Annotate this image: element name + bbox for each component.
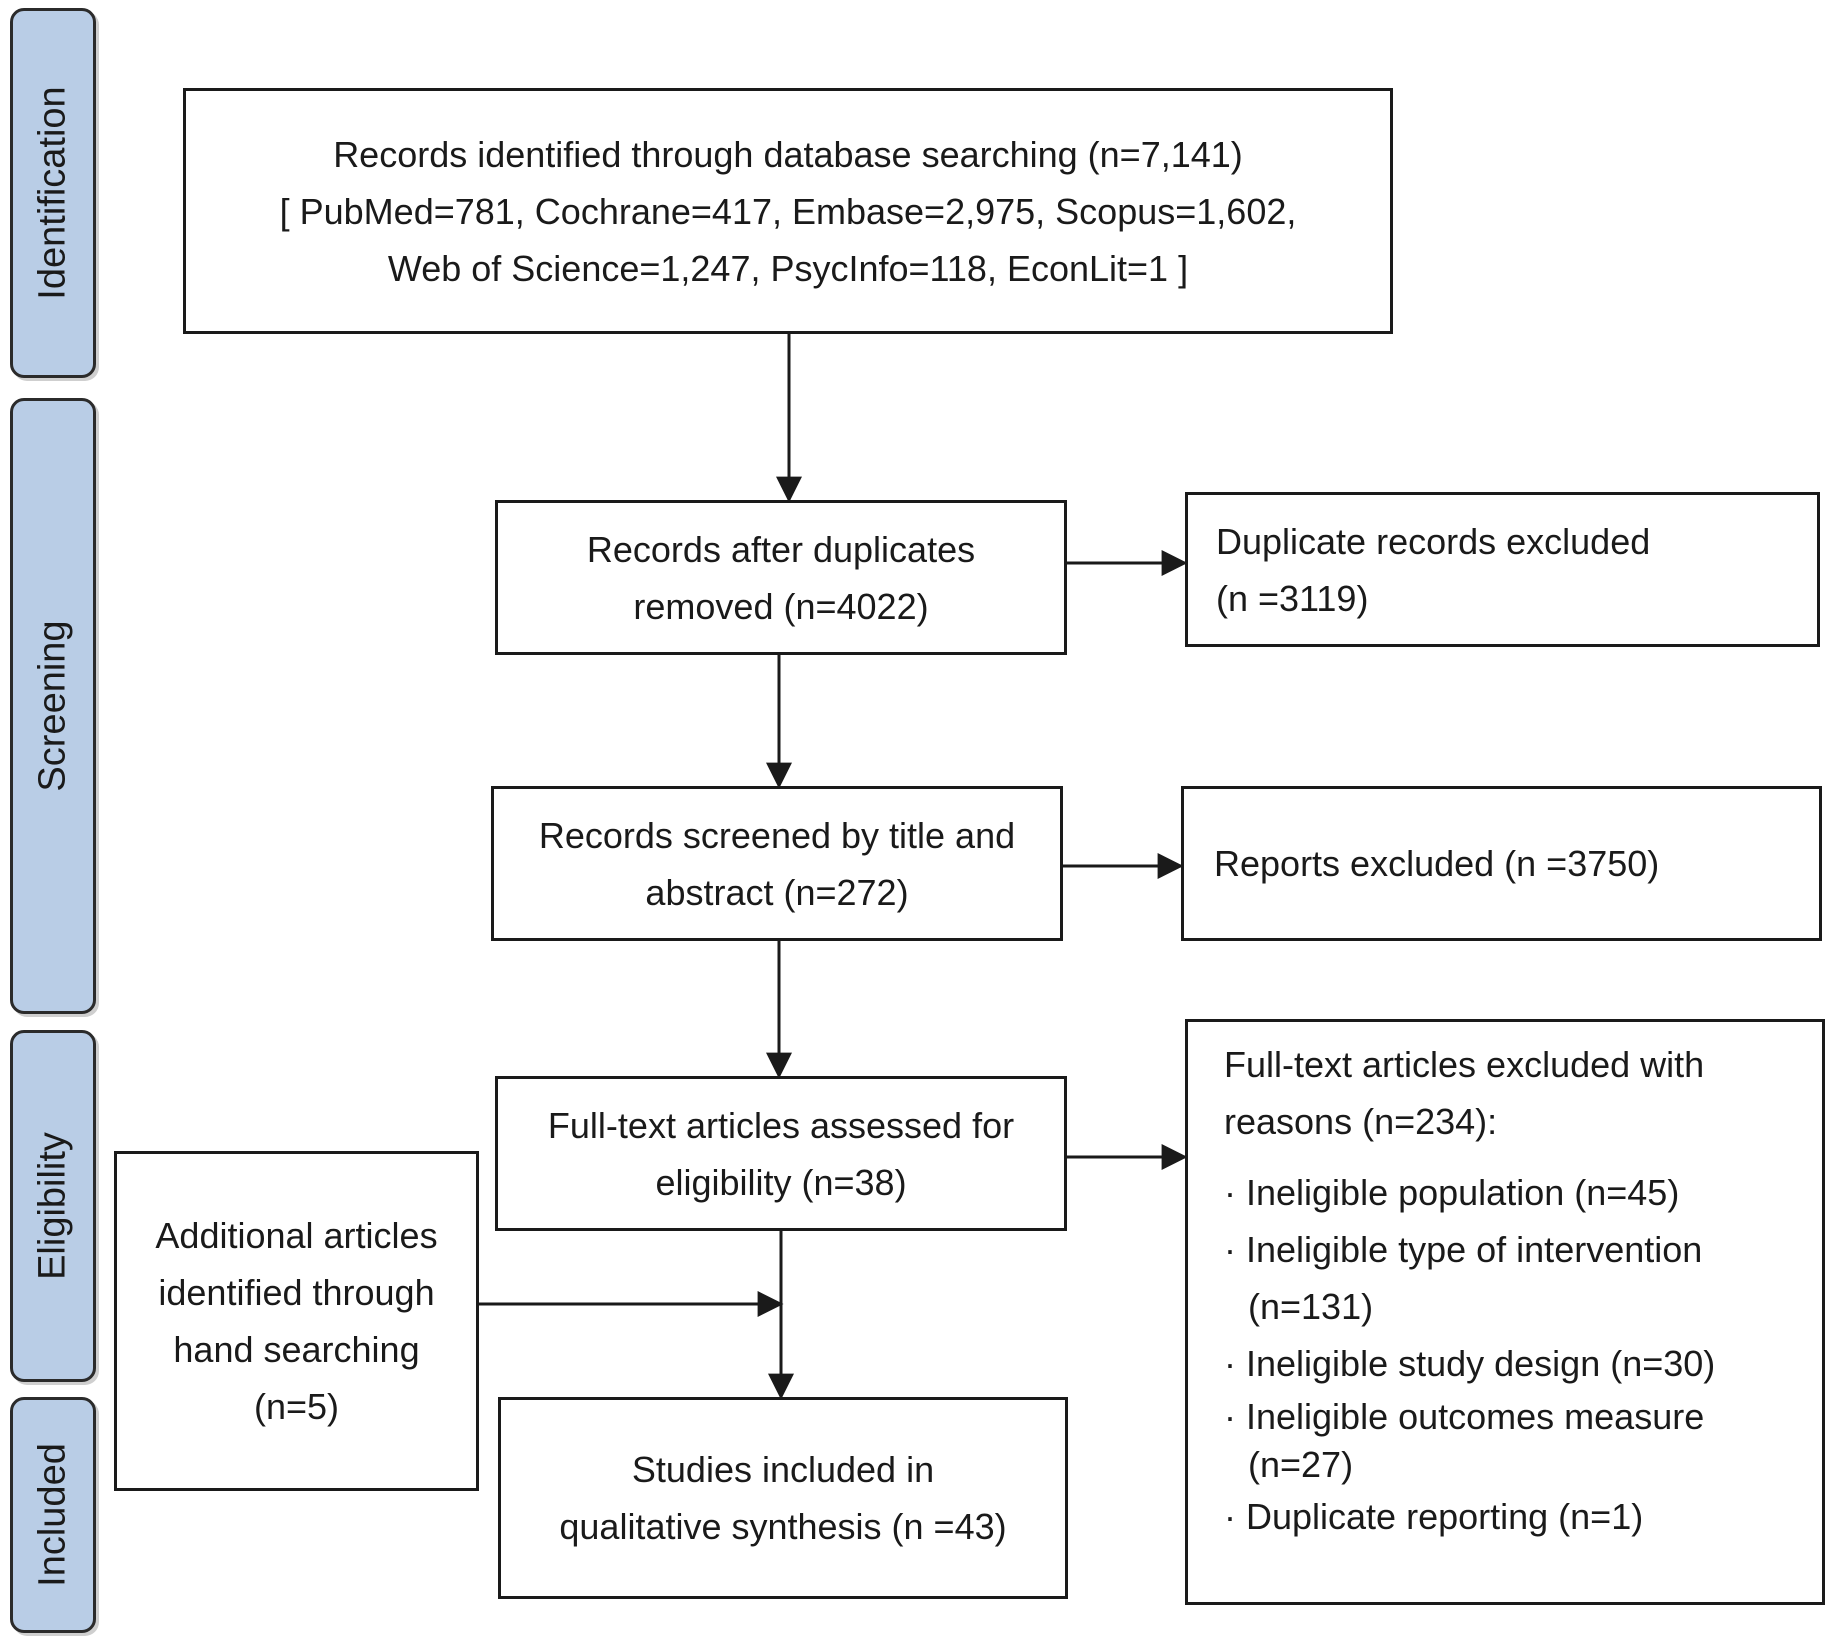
- after-duplicates-line-1: Records after duplicates: [586, 528, 976, 570]
- screened-line-2: abstract (n=272): [645, 871, 909, 913]
- phase-eligibility: Eligibility: [10, 1030, 96, 1382]
- full-text-excluded-line-1: Full-text articles excluded with: [1224, 1044, 1705, 1085]
- duplicates-excluded-line-1: Duplicate records excluded: [1216, 520, 1651, 562]
- phase-identification: Identification: [10, 8, 96, 378]
- full-text-assessed-line-1: Full-text articles assessed for: [547, 1104, 1015, 1146]
- exclusion-reason: · Ineligible study design (n=30): [1224, 1343, 1716, 1384]
- included-line-2: qualitative synthesis (n =43): [559, 1506, 1007, 1547]
- full-text-excluded-box: Full-text articles excluded with reasons…: [1185, 1019, 1825, 1605]
- exclusion-reason-continuation: (n=27): [1248, 1444, 1354, 1485]
- full-text-assessed-box: Full-text articles assessed for eligibil…: [495, 1076, 1067, 1231]
- records-identified-box: Records identified through database sear…: [183, 88, 1393, 334]
- reports-excluded-box: Reports excluded (n =3750): [1181, 786, 1822, 941]
- additional-articles-box: Additional articles identified through h…: [114, 1151, 479, 1491]
- after-duplicates-line-2: removed (n=4022): [633, 585, 929, 627]
- additional-line-1: Additional articles: [155, 1215, 438, 1256]
- additional-line-4: (n=5): [253, 1386, 340, 1427]
- exclusion-reason: · Ineligible population (n=45): [1224, 1172, 1680, 1213]
- additional-line-3: hand searching: [173, 1329, 420, 1370]
- exclusion-reason: · Ineligible type of intervention: [1224, 1229, 1703, 1270]
- included-line-1: Studies included in: [631, 1449, 935, 1490]
- records-identified-sources-1: [ PubMed=781, Cochrane=417, Embase=2,975…: [279, 190, 1297, 232]
- records-screened-box: Records screened by title and abstract (…: [491, 786, 1063, 941]
- duplicates-excluded-box: Duplicate records excluded (n =3119): [1185, 492, 1820, 647]
- full-text-assessed-line-2: eligibility (n=38): [655, 1161, 907, 1203]
- exclusion-reason: · Duplicate reporting (n=1): [1224, 1496, 1644, 1537]
- additional-line-2: identified through: [158, 1272, 435, 1313]
- records-after-duplicates-box: Records after duplicates removed (n=4022…: [495, 500, 1067, 655]
- duplicates-excluded-line-2: (n =3119): [1216, 577, 1369, 619]
- reports-excluded-line-1: Reports excluded (n =3750): [1214, 843, 1660, 884]
- exclusion-reason-continuation: (n=131): [1248, 1286, 1374, 1327]
- exclusion-reason: · Ineligible outcomes measure: [1224, 1396, 1705, 1437]
- studies-included-box: Studies included in qualitative synthesi…: [498, 1397, 1068, 1599]
- full-text-excluded-line-2: reasons (n=234):: [1224, 1101, 1498, 1142]
- screened-line-1: Records screened by title and: [538, 814, 1016, 856]
- phase-screening: Screening: [10, 398, 96, 1014]
- records-identified-text: Records identified through database sear…: [333, 133, 1243, 175]
- records-identified-sources-2: Web of Science=1,247, PsycInfo=118, Econ…: [387, 247, 1189, 289]
- phase-included: Included: [10, 1397, 96, 1633]
